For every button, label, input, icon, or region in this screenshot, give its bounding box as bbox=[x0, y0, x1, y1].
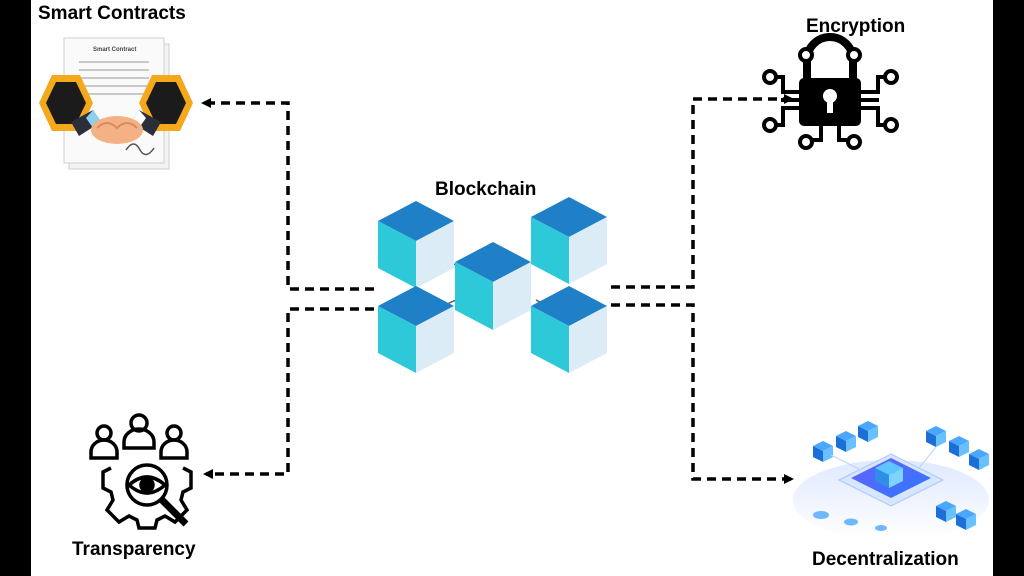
blockchain-icon bbox=[378, 197, 607, 373]
connector-transparency bbox=[203, 307, 374, 479]
diagram-svg bbox=[39, 33, 989, 540]
people-eye-gear-icon bbox=[89, 413, 193, 530]
connector-smart-contracts bbox=[201, 98, 374, 291]
handshake-contract-icon bbox=[39, 37, 193, 170]
cube-center bbox=[455, 242, 531, 330]
cube-bottom-left bbox=[378, 286, 454, 373]
node-cubes bbox=[813, 421, 989, 530]
circuit-padlock-icon bbox=[762, 33, 899, 150]
cube-top-left bbox=[378, 201, 454, 288]
cube-top-right bbox=[531, 197, 607, 284]
transparency-label: Transparency bbox=[72, 539, 196, 560]
diagram-canvas: Smart Contracts Encryption Blockchain Tr… bbox=[31, 0, 993, 576]
decentralization-label: Decentralization bbox=[812, 549, 959, 570]
cube-bottom-right bbox=[531, 286, 607, 373]
connector-decentralization bbox=[611, 303, 794, 484]
contract-document-title: Smart Contract bbox=[93, 47, 137, 53]
connector-encryption bbox=[611, 94, 794, 289]
encryption-label: Encryption bbox=[806, 16, 906, 37]
blockchain-label: Blockchain bbox=[435, 179, 537, 200]
smart-contracts-label: Smart Contracts bbox=[38, 3, 186, 24]
connectors bbox=[201, 94, 794, 484]
isometric-network-icon bbox=[793, 421, 989, 540]
